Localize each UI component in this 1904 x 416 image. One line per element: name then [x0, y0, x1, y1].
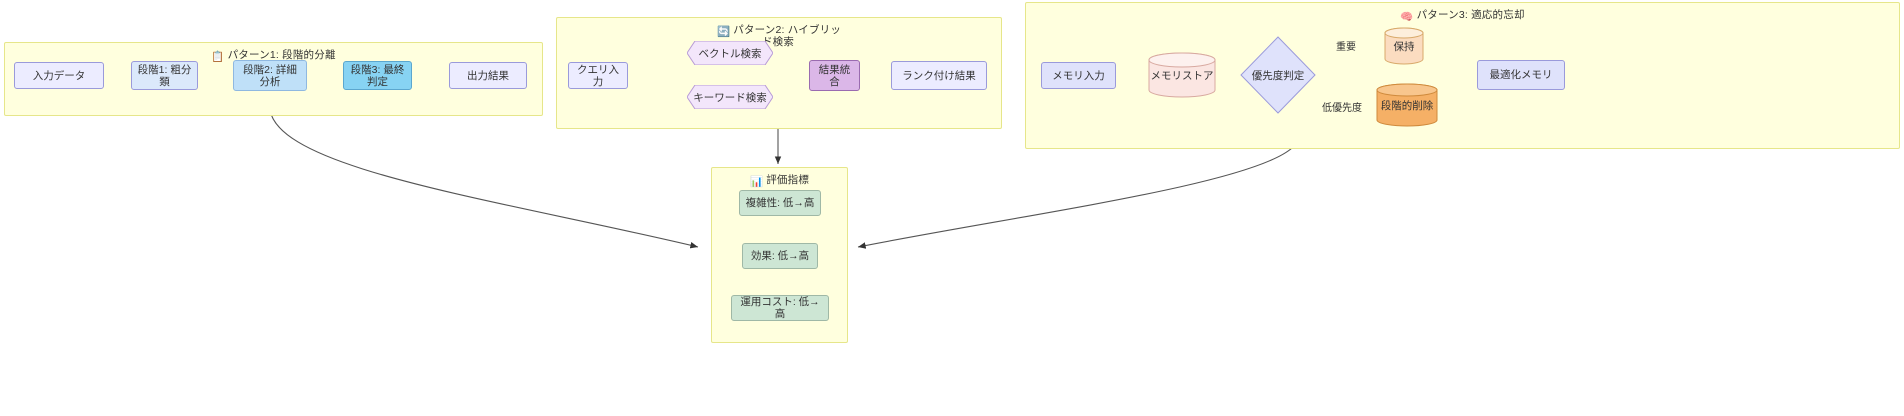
- hex-shape: [687, 41, 773, 65]
- node-priority-decision[interactable]: 優先度判定: [1240, 36, 1316, 114]
- node-metric-complexity[interactable]: 複雑性: 低→高: [739, 190, 821, 216]
- group-pattern1-title: 📋パターン1: 段階的分離: [211, 49, 336, 63]
- node-result-merge[interactable]: 結果統合: [809, 60, 860, 91]
- cylinder-shape: [1376, 83, 1438, 127]
- node-query-input[interactable]: クエリ入力: [568, 62, 628, 89]
- node-metric-cost[interactable]: 運用コスト: 低→高: [731, 295, 829, 321]
- node-keep[interactable]: 保持: [1384, 27, 1424, 65]
- bar-chart-icon: 📊: [749, 176, 764, 188]
- cylinder-shape: [1384, 27, 1424, 65]
- recycle-icon: 🔄: [716, 26, 731, 38]
- node-metric-effect[interactable]: 効果: 低→高: [742, 243, 818, 269]
- node-optimized-memory[interactable]: 最適化メモリ: [1477, 60, 1565, 90]
- group-pattern3-title: 🧠パターン3: 適応的忘却: [1400, 9, 1525, 23]
- node-vector-search[interactable]: ベクトル検索: [687, 41, 773, 65]
- group-pattern2-title: 🔄パターン2: ハイブリッ: [716, 24, 842, 38]
- group-metrics-title: 📊評価指標: [749, 174, 810, 188]
- brain-icon: 🧠: [1400, 11, 1414, 23]
- edge-p1-to-metrics: [269, 109, 699, 249]
- hex-shape: [687, 85, 773, 109]
- node-stage1-coarse[interactable]: 段階1: 粗分類: [131, 61, 198, 90]
- edge-label-low-priority: 低優先度: [1320, 99, 1364, 114]
- node-ranked-result[interactable]: ランク付け結果: [891, 61, 987, 90]
- node-output-result[interactable]: 出力結果: [449, 62, 527, 89]
- edge-label-important: 重要: [1334, 38, 1358, 53]
- node-stage3-final[interactable]: 段階3: 最終判定: [343, 61, 412, 90]
- node-memory-store[interactable]: メモリストア: [1148, 52, 1216, 98]
- node-stage2-detail[interactable]: 段階2: 詳細分析: [233, 60, 307, 91]
- group-pattern2-title-line2: ド検索: [761, 36, 795, 48]
- node-memory-input[interactable]: メモリ入力: [1041, 62, 1116, 89]
- cylinder-shape: [1148, 52, 1216, 98]
- clipboard-icon: 📋: [211, 51, 225, 63]
- node-staged-deletion[interactable]: 段階的削除: [1376, 83, 1438, 127]
- node-keyword-search[interactable]: キーワード検索: [687, 85, 773, 109]
- node-input-data[interactable]: 入力データ: [14, 62, 104, 89]
- edge-p3-to-metrics: [857, 147, 1293, 249]
- diamond-shape: [1240, 36, 1316, 114]
